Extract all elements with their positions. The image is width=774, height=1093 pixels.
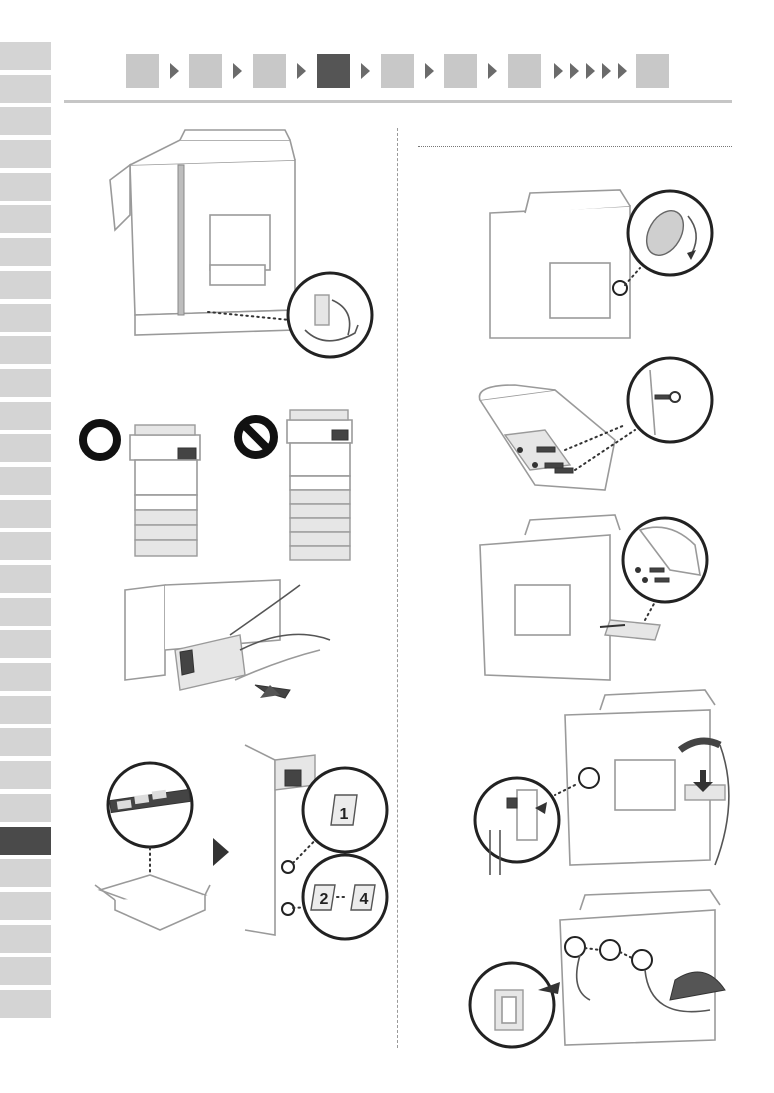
step-arrow-icon [297,63,306,79]
language-tab[interactable] [0,140,51,168]
step-6 [444,54,477,88]
language-tab[interactable] [0,42,51,70]
step-arrow-icon [170,63,179,79]
language-tab[interactable] [0,434,51,462]
step-arrow-icon [233,63,242,79]
step-arrow-icon [425,63,434,79]
step-last [636,54,669,88]
language-tab[interactable] [0,173,51,201]
attach-handset-bracket-illustration [480,515,720,685]
connect-handset-line-illustration [475,690,740,885]
language-tab[interactable] [0,663,51,691]
prohibited-stack-illustration [232,405,362,560]
printer-lock-lever-illustration [100,135,390,365]
language-tab[interactable] [0,957,51,985]
language-tab[interactable] [0,598,51,626]
step-arrow-icon [618,63,627,79]
language-tab-column [0,42,51,1023]
step-7 [508,54,541,88]
step-arrow-icon [361,63,370,79]
language-tab[interactable] [0,205,51,233]
language-tab[interactable] [0,990,51,1018]
language-tab[interactable] [0,859,51,887]
step-4-current [317,54,350,88]
step-1 [126,54,159,88]
language-tab[interactable] [0,794,51,822]
header-rule [64,100,732,103]
language-tab[interactable] [0,500,51,528]
language-tab[interactable] [0,565,51,593]
step-arrow-icon [570,63,579,79]
language-tab[interactable] [0,107,51,135]
language-tab[interactable] [0,271,51,299]
language-tab[interactable] [0,238,51,266]
step-3 [253,54,286,88]
cassette-number-label: 4 [360,891,369,908]
language-tab[interactable] [0,532,51,560]
step-arrow-icon [488,63,497,79]
step-arrow-icon [554,63,563,79]
correct-circle-icon [83,423,117,457]
cassette-number-stickers-illustration: 1 2 4 [245,745,395,945]
step-5 [381,54,414,88]
sticker-box-illustration [95,760,220,935]
language-tab[interactable] [0,630,51,658]
language-tab[interactable] [0,892,51,920]
language-tab[interactable] [0,696,51,724]
section-dotted-rule [418,146,732,147]
language-tab[interactable] [0,402,51,430]
language-tab-active[interactable] [0,827,51,855]
step-arrow-icon [602,63,611,79]
language-tab[interactable] [0,369,51,397]
language-tab[interactable] [0,336,51,364]
step-2 [189,54,222,88]
next-arrow-icon [213,838,229,866]
remove-cap-illustration [480,188,720,348]
column-divider [397,128,398,1048]
language-tab[interactable] [0,761,51,789]
language-tab[interactable] [0,728,51,756]
step-arrow-icon [586,63,595,79]
handset-bracket-screws-illustration [475,355,715,505]
cassette-number-label: 2 [320,891,329,908]
language-tab[interactable] [0,304,51,332]
cassette-number-label: 1 [340,806,349,823]
cassette-insert-illustration [120,580,340,710]
power-switch-illustration [470,890,735,1065]
language-tab[interactable] [0,925,51,953]
language-tab[interactable] [0,467,51,495]
correct-stack-illustration [75,410,210,560]
language-tab[interactable] [0,75,51,103]
